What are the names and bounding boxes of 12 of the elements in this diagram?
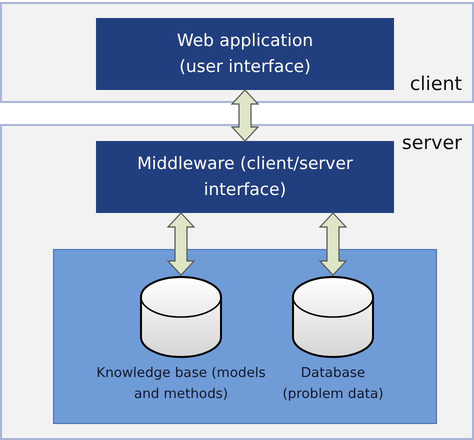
tier-label: client: [410, 73, 462, 95]
storage-label: Database (problem data): [281, 364, 385, 404]
storage-panel: [53, 249, 437, 424]
tier-band: [0, 2, 474, 103]
double-arrow: [230, 89, 260, 142]
storage-label: Knowledge base (models and methods): [95, 364, 267, 404]
tier-label: server: [402, 132, 462, 154]
tier-band: [0, 124, 474, 440]
process-box: Middleware (client/server interface): [96, 141, 394, 213]
process-box: Web application (user interface): [96, 18, 394, 90]
double-arrow: [166, 212, 196, 276]
double-arrow: [318, 212, 348, 276]
